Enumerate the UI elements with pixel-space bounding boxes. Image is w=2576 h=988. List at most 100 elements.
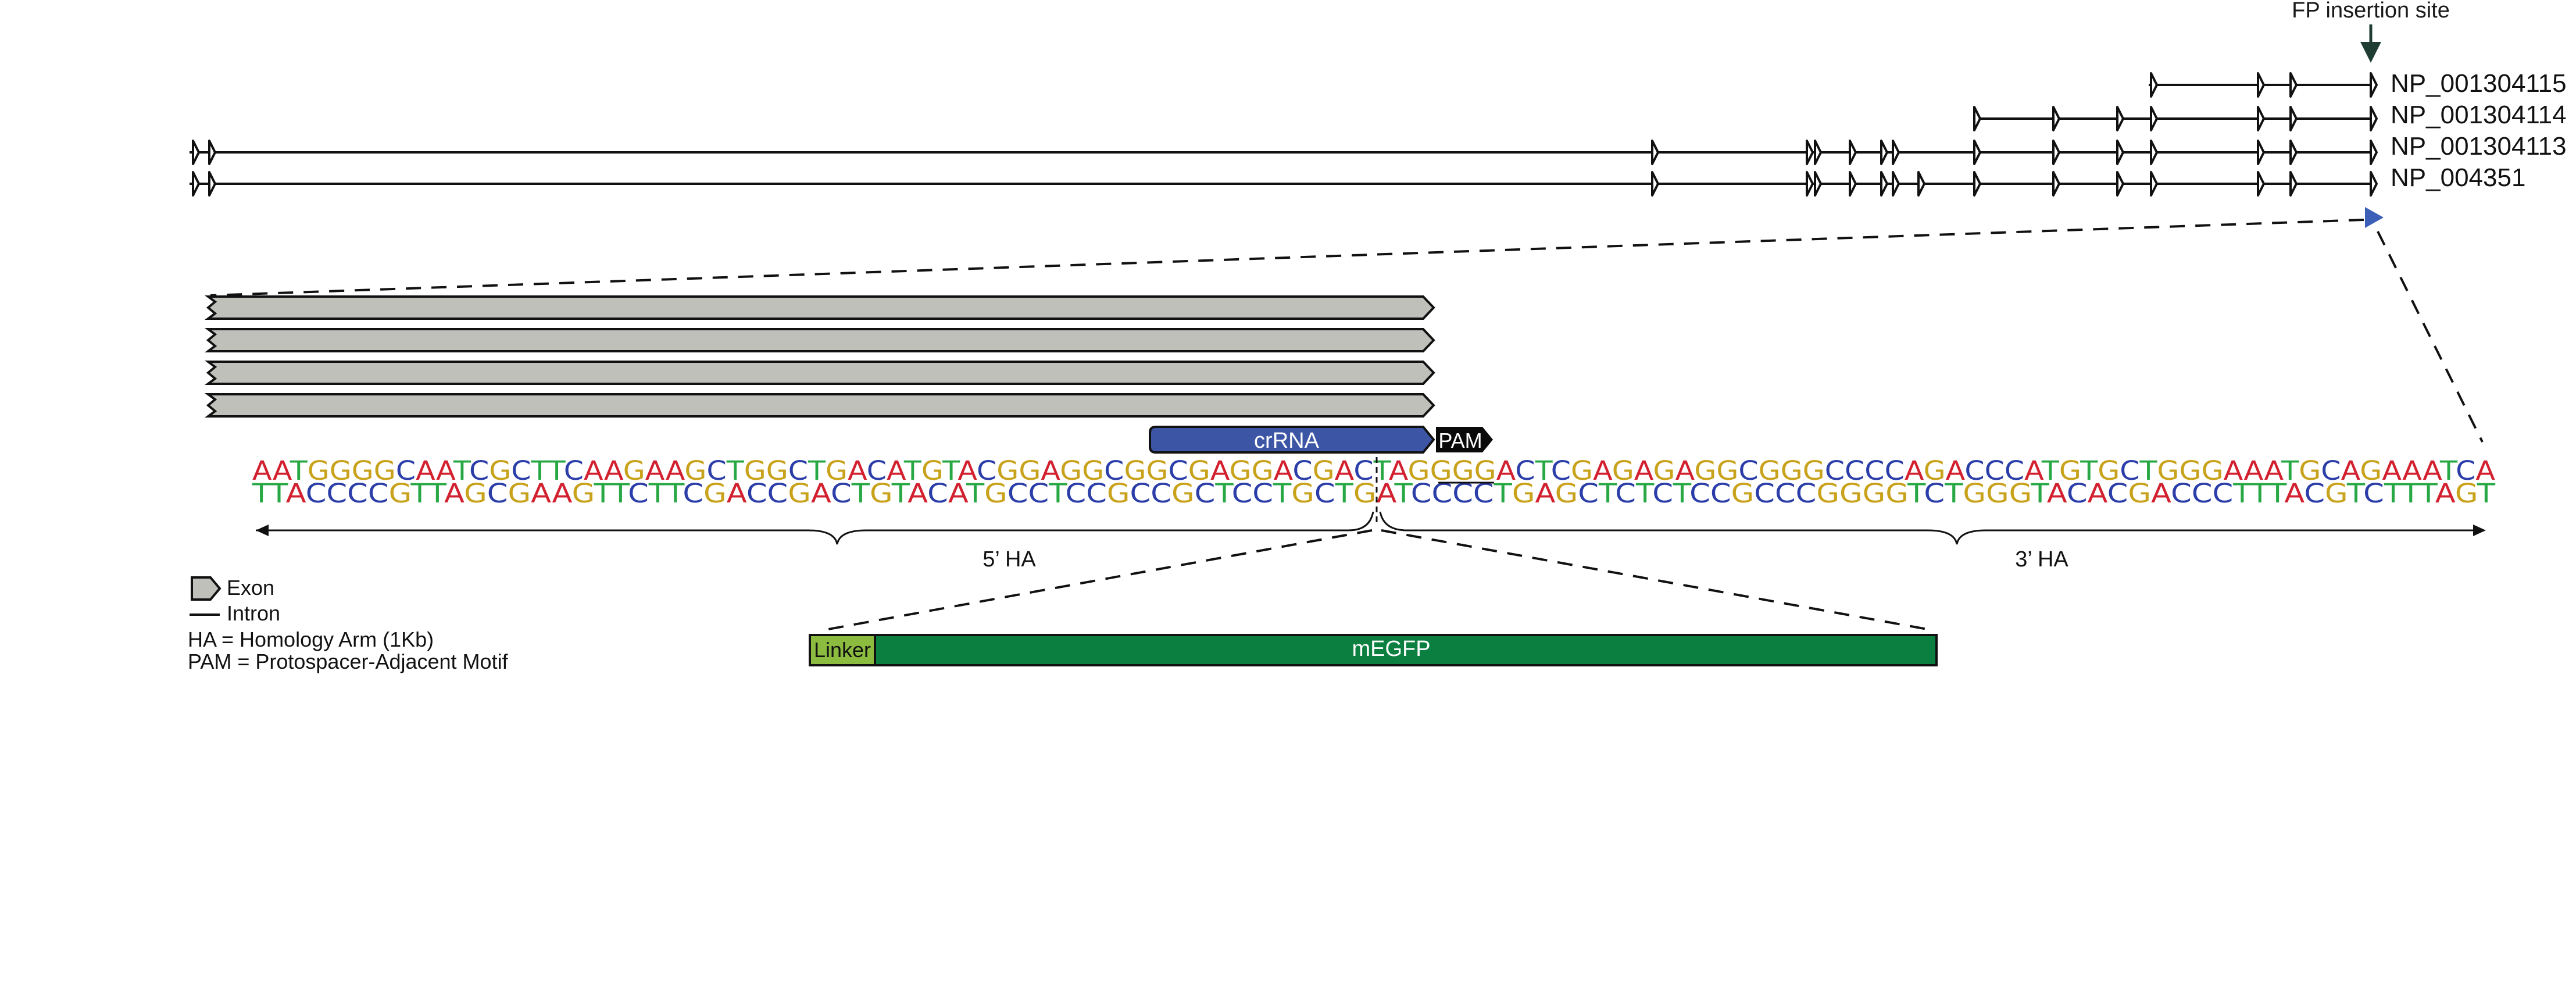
- nucleotide: G: [1839, 478, 1863, 509]
- linker-label: Linker: [814, 638, 871, 662]
- legend-exon-icon: [191, 576, 221, 601]
- nucleotide: G: [703, 478, 727, 509]
- nucleotide: G: [1924, 455, 1946, 486]
- nucleotide: T: [593, 478, 612, 509]
- transcript-label: NP_001304115: [2391, 69, 2567, 98]
- nucleotide: G: [1408, 455, 1430, 486]
- ha5-brace: [256, 511, 1374, 545]
- nucleotide: G: [308, 455, 330, 486]
- nucleotide: C: [1578, 478, 1599, 509]
- exon-tick-icon: [2289, 171, 2298, 197]
- nucleotide: G: [1759, 455, 1781, 486]
- nucleotide: A: [2264, 455, 2284, 486]
- nucleotide: T: [428, 478, 447, 509]
- nucleotide: A: [2088, 478, 2108, 509]
- nucleotide: C: [2120, 455, 2139, 486]
- nucleotide: A: [727, 478, 747, 509]
- pam-tag: [1436, 427, 1493, 452]
- exon-tick-icon: [208, 140, 216, 165]
- nucleotide: T: [2268, 478, 2287, 509]
- exon-tick-icon: [2370, 171, 2378, 197]
- nucleotide: A: [645, 455, 666, 486]
- nucleotide: G: [921, 455, 942, 486]
- exon-tick-icon: [2370, 140, 2378, 165]
- nucleotide: T: [2281, 455, 2299, 486]
- legend-ha-text: HA = Homology Arm (1Kb): [188, 627, 434, 651]
- nucleotide: A: [2244, 455, 2264, 486]
- nucleotide: C: [628, 478, 649, 509]
- nucleotide: C: [1775, 478, 1796, 509]
- nucleotide: G: [2360, 455, 2382, 486]
- nucleotide: T: [1635, 478, 1655, 509]
- nucleotide: T: [1334, 478, 1353, 509]
- nucleotide: C: [683, 478, 703, 509]
- nucleotide: G: [2325, 478, 2347, 509]
- nucleotide: G: [1353, 478, 1377, 509]
- ha3-label: 3’ HA: [2015, 547, 2068, 572]
- transcript-label: NP_001304114: [2391, 101, 2567, 129]
- nucleotide: C: [1195, 478, 1216, 509]
- nucleotide: C: [1104, 455, 1124, 486]
- exon-tick-icon: [1892, 171, 1900, 197]
- nucleotide: G: [464, 478, 487, 509]
- nucleotide: A: [848, 455, 867, 486]
- nucleotide: T: [2139, 455, 2157, 486]
- nucleotide: T: [2346, 478, 2366, 509]
- exon-tick-icon: [2116, 106, 2124, 131]
- nucleotide: C: [2304, 478, 2325, 509]
- nucleotide: G: [2299, 455, 2321, 486]
- nucleotide: A: [2341, 455, 2361, 486]
- nucleotide: T: [2477, 478, 2496, 509]
- exon-tick-icon: [192, 140, 200, 165]
- nucleotide: T: [942, 455, 960, 486]
- nucleotide: C: [1065, 478, 1086, 509]
- nucleotide: A: [2284, 478, 2305, 509]
- nucleotide: G: [572, 478, 594, 509]
- exon-tick-icon: [2257, 72, 2265, 98]
- nucleotide: C: [1845, 455, 1864, 486]
- nucleotide: C: [2213, 478, 2234, 509]
- pam-label: PAM: [1438, 429, 1482, 452]
- nucleotide: T: [410, 478, 429, 509]
- nucleotide: G: [1885, 478, 1907, 509]
- nucleotide: G: [1146, 455, 1168, 486]
- transcript-label: NP_001304113: [2391, 132, 2567, 160]
- nucleotide: A: [2047, 478, 2067, 509]
- nucleotide: G: [1313, 455, 1335, 486]
- nucleotide: G: [1653, 455, 1675, 486]
- nucleotide: A: [666, 455, 685, 486]
- nucleotide: T: [891, 478, 910, 509]
- nucleotide: C: [1252, 478, 1273, 509]
- nucleotide: G: [489, 455, 511, 486]
- nucleotide: C: [1738, 455, 1758, 486]
- exon-tick-icon: [2150, 171, 2158, 197]
- transcript-label: NP_004351: [2391, 163, 2525, 192]
- nucleotide: A: [286, 478, 306, 509]
- exon-tick-icon: [2150, 72, 2158, 98]
- nucleotide: G: [2180, 455, 2202, 486]
- nucleotide: A: [1389, 455, 1409, 486]
- nucleotide: C: [1985, 455, 2005, 486]
- nucleotide: T: [2041, 455, 2060, 486]
- nucleotide: T: [548, 455, 566, 486]
- nucleotide: G: [1716, 455, 1738, 486]
- nucleotide: C: [306, 478, 327, 509]
- nucleotide: A: [2402, 455, 2423, 486]
- nucleotide: C: [788, 455, 808, 486]
- transcript-tracks: [190, 72, 2378, 197]
- nucleotide: G: [2059, 455, 2080, 486]
- nucleotide: C: [767, 478, 788, 509]
- nucleotide: G: [389, 478, 411, 509]
- nucleotide: T: [2250, 478, 2269, 509]
- nucleotide: G: [2202, 455, 2224, 486]
- exon-tick-icon: [1973, 171, 1981, 197]
- exon-tick-icon: [1917, 171, 1925, 197]
- nucleotide: G: [788, 478, 811, 509]
- nucleotide: C: [1314, 478, 1335, 509]
- nucleotide: T: [252, 478, 271, 509]
- nucleotide: T: [966, 478, 985, 509]
- nucleotide: G: [2098, 455, 2120, 486]
- nucleotide: G: [2157, 455, 2180, 486]
- nucleotide: A: [887, 455, 906, 486]
- nucleotide: G: [744, 455, 766, 486]
